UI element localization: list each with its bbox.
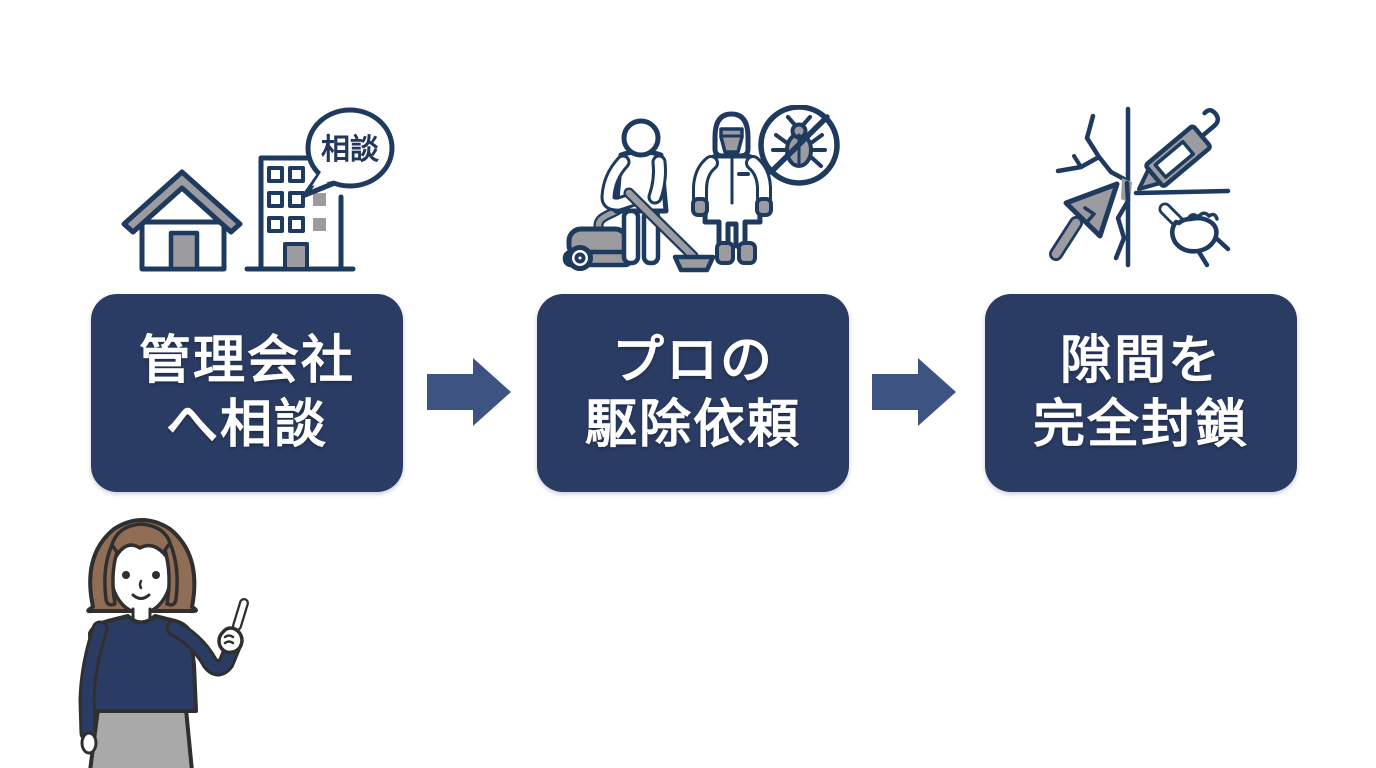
house-icon [121,169,243,272]
mouth [131,593,151,600]
right-arrow-icon [427,358,511,426]
step-2-label-line2: 駆除依頼 [584,396,801,454]
step-3-box: 隙間を 完全封鎖 [985,294,1297,492]
hair-side-left [103,543,119,607]
exterminators-icon [555,104,855,285]
seal-gap-svg [1049,106,1231,268]
caulking-gun-icon [1137,107,1221,191]
no-bug-icon [758,104,840,186]
house-building-consult-svg: 相談 [121,107,395,272]
trowel-icon [1049,181,1120,261]
right-arrow-icon [872,358,956,426]
exterminators-svg [562,104,840,273]
eye-right [152,571,160,579]
apartment-building-icon [244,155,356,272]
skirt [88,707,194,768]
hair-side-right [163,541,179,607]
pointing-hand-icon [1158,202,1231,268]
step-2-label-line1: プロの [611,331,774,390]
vacuum-person-icon [562,118,716,273]
step-1-label-line2: へ相談 [165,396,328,454]
speech-bubble-label: 相談 [321,132,380,166]
step-1-label-line1: 管理会社 [138,331,355,390]
fist [217,626,244,655]
seal-gap-icon [1035,95,1235,285]
wall-crack-icon [1055,106,1231,268]
step-3-label-line2: 完全封鎖 [1032,396,1249,454]
left-hand [80,731,98,755]
step-1-box: 管理会社 へ相談 [91,294,403,492]
knuckle-lines [223,634,235,645]
step-3-label-line1: 隙間を [1059,331,1222,390]
consult-speech-bubble [302,107,395,198]
nose [138,579,143,590]
step-2-box: プロの 駆除依頼 [537,294,849,492]
pointing-woman-illustration [78,518,249,768]
eye-left [122,571,130,579]
hazmat-worker-icon [691,111,773,265]
house-building-consult-icon: 相談 [120,103,400,278]
